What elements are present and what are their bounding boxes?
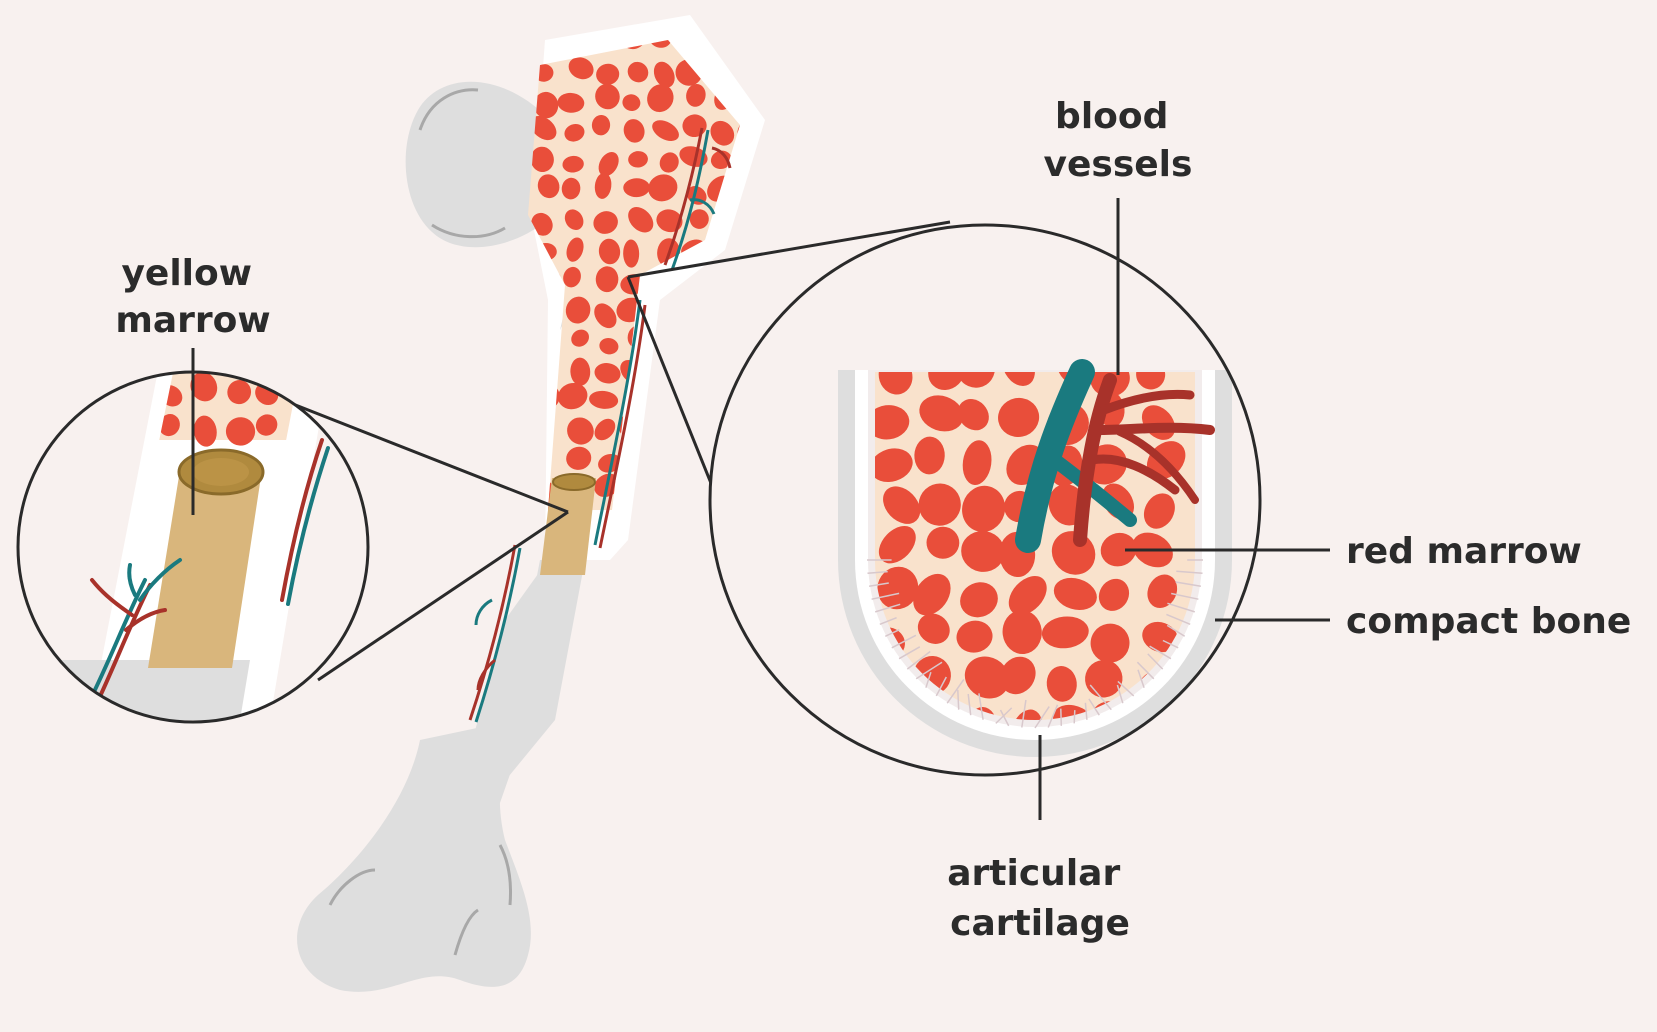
cartilage-strand bbox=[958, 690, 959, 710]
red-marrow-detail bbox=[710, 225, 1260, 775]
label-compact-bone: compact bone bbox=[1346, 601, 1631, 642]
cartilage-strand bbox=[1074, 710, 1075, 723]
label-red-marrow: red marrow bbox=[1346, 531, 1582, 572]
cartilage-strand bbox=[1061, 709, 1062, 726]
